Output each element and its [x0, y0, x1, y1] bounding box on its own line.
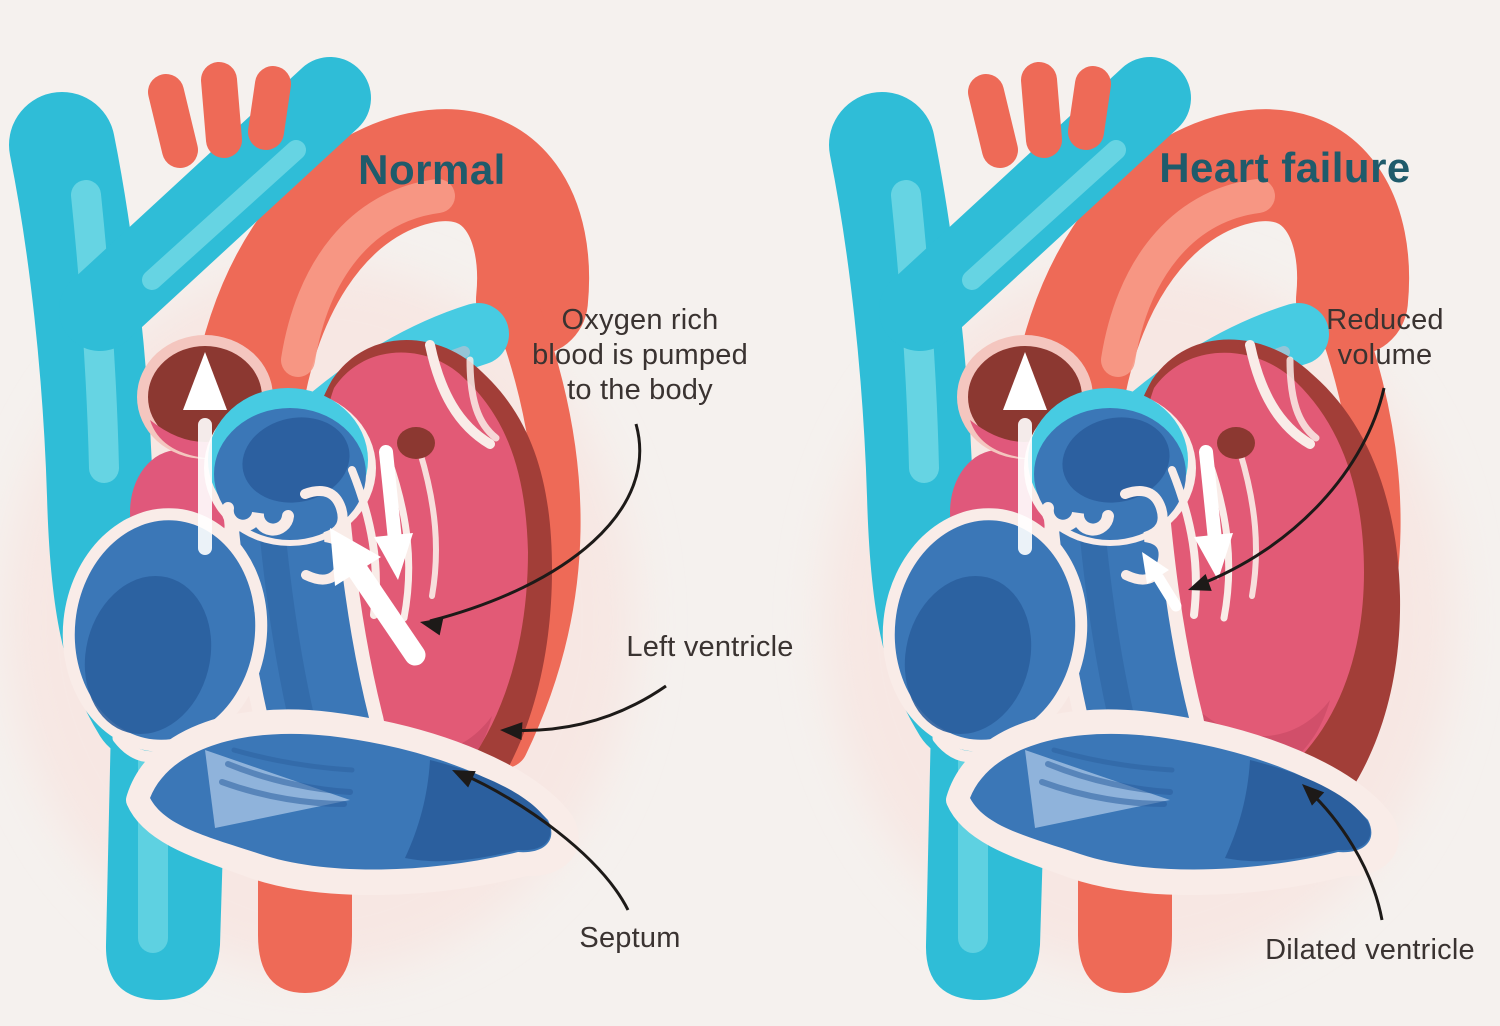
left-ventricle-annotation-line — [507, 684, 667, 732]
label-oxygen-line3: to the body — [567, 373, 713, 406]
septum-annotation-line — [459, 771, 630, 911]
label-dilated-ventricle: Dilated ventricle — [1265, 934, 1475, 966]
oxygen-annotation-line — [429, 423, 642, 623]
label-reduced-volume: Reduced volume — [1290, 303, 1480, 373]
normal-ejection-arrow — [330, 528, 426, 666]
panel-title-heart-failure: Heart failure — [1159, 144, 1411, 191]
label-oxygen-line1: Oxygen rich — [561, 304, 719, 336]
septum-arrowhead — [452, 770, 476, 788]
label-septum: Septum — [579, 922, 681, 954]
label-reduced-line1: Reduced — [1326, 304, 1444, 336]
reduced-volume-annotation-line — [1195, 387, 1386, 588]
annotation-arrows — [429, 387, 1386, 921]
label-left-ventricle: Left ventricle — [626, 631, 794, 663]
label-oxygen-rich-blood: Oxygen rich blood is pumped to the body — [515, 303, 765, 407]
dilated-ventricle-annotation-line — [1306, 788, 1384, 921]
heart-illustration-failure — [825, 80, 1455, 1000]
dilated-ventricle-arrowhead — [1302, 784, 1325, 806]
label-oxygen-line2: blood is pumped — [532, 338, 748, 371]
heart-illustration-normal — [5, 80, 635, 1000]
label-reduced-line2: volume — [1337, 338, 1433, 371]
failure-reduced-ejection-arrow — [1142, 552, 1182, 612]
oxygen-arrowhead — [420, 617, 444, 636]
annotation-arrowheads — [420, 574, 1325, 806]
reduced-volume-arrowhead — [1188, 574, 1212, 591]
left-ventricle-arrowhead — [500, 722, 523, 741]
panel-title-normal: Normal — [358, 146, 506, 193]
